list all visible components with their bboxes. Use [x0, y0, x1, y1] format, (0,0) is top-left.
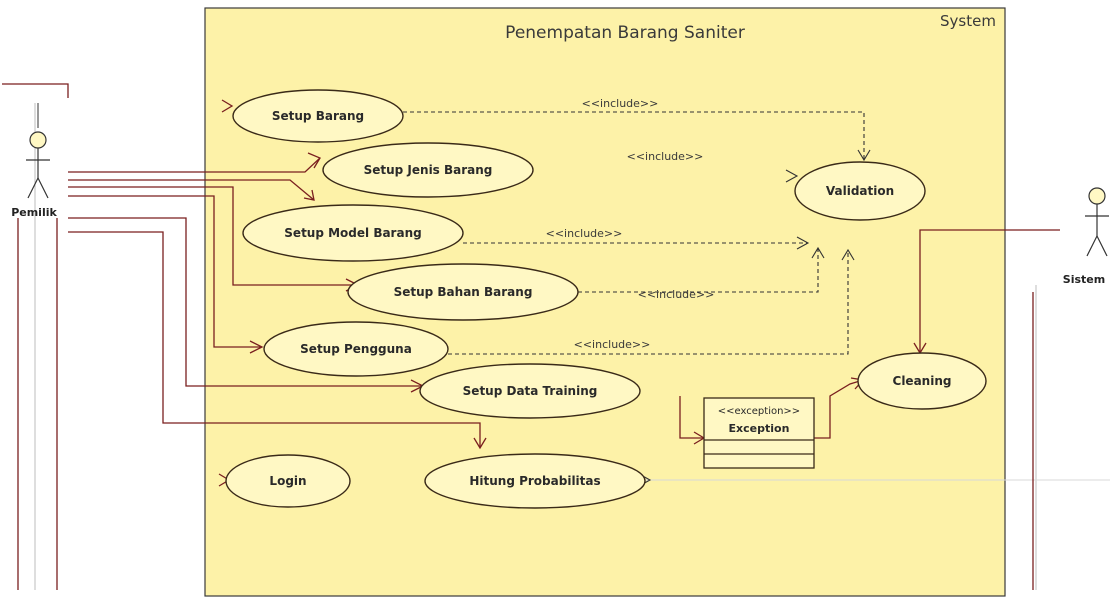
assoc-setup-bahan-barang: [68, 186, 358, 286]
actor-pemilik: Pemilik: [11, 103, 57, 219]
arrowhead-hitung-probabilitas: [473, 437, 487, 450]
usecase-cleaning-label: Cleaning: [893, 374, 952, 388]
actor-pemilik-label: Pemilik: [11, 206, 57, 219]
usecase-hitung-probabilitas-label: Hitung Probabilitas: [469, 474, 600, 488]
actor-pemilik-leg-right: [37, 177, 49, 199]
assoc-setup-model-barang: [68, 179, 315, 201]
exception-box-frame: [703, 397, 815, 469]
usecase-setup-model-barang-label: Setup Model Barang: [284, 226, 421, 240]
arrowhead-jenis-barang: [307, 152, 321, 169]
include-arrowhead-3: [811, 246, 825, 259]
actor-sistem-head: [1088, 187, 1106, 205]
assoc-exception-to-cleaning: [814, 379, 864, 439]
assoc-setup-data-training: [68, 217, 423, 387]
usecase-setup-bahan-barang-shape: [347, 263, 579, 321]
usecase-setup-data-training-label: Setup Data Training: [463, 384, 598, 398]
include-arrowhead-5: [785, 169, 799, 183]
exception-box: <<exception>> Exception: [703, 397, 815, 469]
usecase-setup-model-barang-shape: [242, 204, 464, 262]
usecase-validation-label: Validation: [826, 184, 894, 198]
assoc-hitung-probabilitas: [68, 231, 481, 448]
actor-sistem-label: Sistem: [1063, 273, 1105, 286]
arrowhead-pengguna: [249, 340, 264, 354]
actor-sistem-leg-right: [1096, 235, 1108, 257]
include-label-2: <<include>>: [627, 150, 704, 163]
assoc-setup-pengguna: [68, 195, 262, 348]
actor-sistem-leg-left: [1086, 235, 1098, 257]
actor-pemilik-leg-left: [27, 177, 39, 199]
assoc-sistem-cleaning: [919, 229, 1060, 353]
assoc-top-stub: [2, 83, 69, 98]
include-label-4: <<include>>: [638, 288, 715, 301]
usecase-setup-barang-shape: [232, 89, 404, 143]
arrowhead-model-barang: [303, 189, 315, 201]
include-arrowhead-2: [796, 236, 810, 250]
include-pengguna-validation: [448, 250, 849, 355]
include-arrowhead-4: [841, 248, 855, 261]
system-title: Penempatan Barang Saniter: [505, 23, 745, 43]
usecase-setup-barang-label: Setup Barang: [272, 109, 364, 123]
usecase-login-shape: [225, 454, 351, 508]
usecase-setup-jenis-barang-shape: [322, 142, 534, 198]
usecase-setup-pengguna-label: Setup Pengguna: [300, 342, 412, 356]
include-label-5: <<include>>: [574, 338, 651, 351]
arrowhead-setup-barang: [221, 99, 234, 113]
system-tag: System: [940, 12, 996, 30]
actor-pemilik-head: [29, 131, 47, 149]
assoc-setup-jenis-barang: [68, 157, 321, 173]
include-arrowhead-1: [857, 149, 871, 162]
include-label-3: <<include>>: [546, 227, 623, 240]
assoc-to-exception: [679, 396, 704, 439]
include-label-1: <<include>>: [582, 97, 659, 110]
usecase-cleaning-shape: [857, 352, 987, 410]
usecase-login-label: Login: [269, 474, 306, 488]
usecase-setup-pengguna-shape: [263, 321, 449, 377]
usecase-setup-jenis-barang-label: Setup Jenis Barang: [364, 163, 493, 177]
usecase-setup-data-training-shape: [419, 363, 641, 419]
usecase-setup-bahan-barang-label: Setup Bahan Barang: [394, 285, 533, 299]
exception-stereotype: <<exception>>: [718, 406, 800, 417]
include-setup-barang-validation: [403, 111, 865, 160]
exception-name: Exception: [729, 422, 790, 435]
usecase-validation-shape: [794, 161, 926, 221]
include-bahan-barang-validation: [578, 248, 819, 293]
actor-sistem: Sistem: [1063, 187, 1109, 286]
usecase-hitung-probabilitas-shape: [424, 453, 646, 509]
